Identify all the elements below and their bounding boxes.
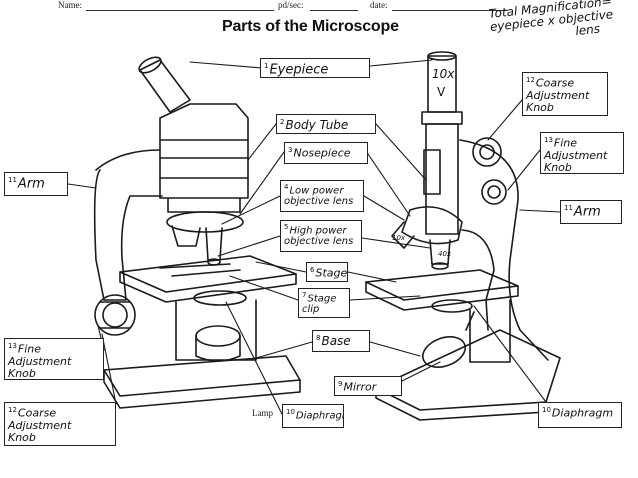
label-low-power-objective: 4Low power objective lens xyxy=(280,180,364,212)
label-fine-knob-left: 13Fine Adjustment Knob xyxy=(4,338,104,380)
leader-lines xyxy=(67,59,561,415)
header-row: Name: pd/sec: date: xyxy=(0,0,638,14)
label-nosepiece: 3Nosepiece xyxy=(284,142,368,164)
objective-mark-right: 40x xyxy=(438,250,452,258)
label-arm-left: 11Arm xyxy=(4,172,68,196)
label-coarse-knob-right: 12Coarse Adjustment Knob xyxy=(522,72,608,116)
label-mirror: 9Mirror xyxy=(334,376,402,396)
eyepiece-v-mark: V xyxy=(437,85,446,99)
page-title: Parts of the Microscope xyxy=(222,18,399,35)
name-label: Name: xyxy=(58,0,82,10)
label-diaphragm-right: 10Diaphragm xyxy=(538,402,622,428)
label-eyepiece: 1Eyepiece xyxy=(260,58,370,78)
label-diaphragm-left: 10Diaphragm xyxy=(282,404,344,428)
label-fine-knob-right: 13Fine Adjustment Knob xyxy=(540,132,624,174)
eyepiece-mark: 10x xyxy=(432,67,455,81)
left-microscope xyxy=(93,56,301,409)
label-stage: 6Stage xyxy=(306,262,348,282)
label-high-power-objective: 5High power objective lens xyxy=(280,220,362,252)
pdsec-blank[interactable] xyxy=(310,10,358,11)
date-blank[interactable] xyxy=(392,10,508,11)
objective-mark-left: 10x xyxy=(392,234,406,242)
label-stage-clip: 7Stage clip xyxy=(298,288,350,318)
date-label: date: xyxy=(370,0,388,10)
label-arm-right: 11Arm xyxy=(560,200,622,224)
lamp-label: Lamp xyxy=(252,408,273,418)
label-coarse-knob-left: 12Coarse Adjustment Knob xyxy=(4,402,116,446)
label-body-tube: 2Body Tube xyxy=(276,114,376,134)
name-blank[interactable] xyxy=(86,10,274,11)
label-base: 8Base xyxy=(312,330,370,352)
pdsec-label: pd/sec: xyxy=(278,0,304,10)
